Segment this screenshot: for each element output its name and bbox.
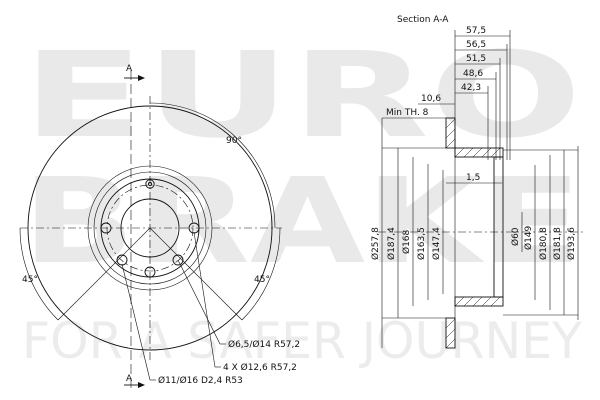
disc-profile [445, 117, 504, 349]
angle-arc-45-left [19, 227, 59, 321]
watermark-tagline: FOR A SAFER JOURNEY [22, 312, 582, 370]
hole-left [100, 222, 112, 234]
angle-label-90: 90° [226, 136, 242, 146]
watermark: EURO BRAKE FOR A SAFER JOURNEY [22, 26, 582, 370]
min-th-label: Min TH. 8 [386, 108, 429, 118]
section-arrow-bottom-head [138, 382, 145, 388]
dia-181-8: Ø181,8 [552, 227, 563, 260]
section-view: Section A-A 57,5 56,5 51,5 48,6 42,3 10,… [370, 15, 586, 349]
top-dimensions: 57,5 56,5 51,5 48,6 42,3 [454, 26, 511, 330]
dia-60: Ø60 [510, 227, 521, 246]
hole-top-inner [147, 181, 153, 187]
front-view: A A 90° 45° 45° Ø6,5/Ø14 R57,2 4 X Ø12,6… [19, 64, 300, 390]
angle-label-45-right: 45° [254, 275, 270, 285]
dim-57-5: 57,5 [466, 26, 486, 36]
dia-257-8: Ø257,8 [370, 227, 381, 260]
section-title: Section A-A [397, 15, 449, 25]
angle-arc-90 [149, 102, 276, 229]
dim-48-6: 48,6 [463, 69, 483, 79]
dim-42-3: 42,3 [461, 83, 481, 93]
inner-dim-label: 1,5 [466, 173, 480, 183]
dia-180-8: Ø180,8 [538, 227, 549, 260]
dim-56-5: 56,5 [466, 40, 486, 50]
section-marker-bottom: A [126, 374, 133, 384]
callout-3: Ø11/Ø16 D2,4 R53 [158, 375, 243, 386]
dia-187-4: Ø187,4 [386, 227, 397, 260]
dia-168: Ø168 [401, 229, 412, 254]
leader-2 [193, 231, 216, 368]
hole-top [145, 179, 155, 189]
dim-51-5: 51,5 [466, 54, 486, 64]
ray-45-left [57, 227, 151, 321]
right-diameters [503, 146, 579, 320]
watermark-line2: BRAKE [22, 152, 582, 290]
offset-label: 10,6 [421, 94, 441, 104]
section-marker-top: A [126, 64, 133, 74]
watermark-line1: EURO [22, 26, 582, 164]
hole-lower-right [172, 254, 184, 266]
section-arrow-top-head [138, 75, 145, 81]
hole-bottom [144, 266, 156, 278]
dia-147-4: Ø147,4 [431, 227, 442, 260]
ray-45-right [149, 227, 243, 321]
dia-149: Ø149 [523, 225, 534, 250]
leader-3 [121, 263, 151, 381]
dia-193-6: Ø193,6 [566, 227, 577, 260]
dia-163-5: Ø163,5 [416, 227, 427, 260]
angle-label-45-left: 45° [22, 275, 38, 285]
leader-1 [177, 259, 221, 345]
callout-1: Ø6,5/Ø14 R57,2 [228, 339, 300, 350]
angle-arc-45-right [241, 227, 281, 321]
left-diameters [381, 118, 446, 348]
callout-2: 4 X Ø12,6 R57,2 [223, 362, 297, 373]
